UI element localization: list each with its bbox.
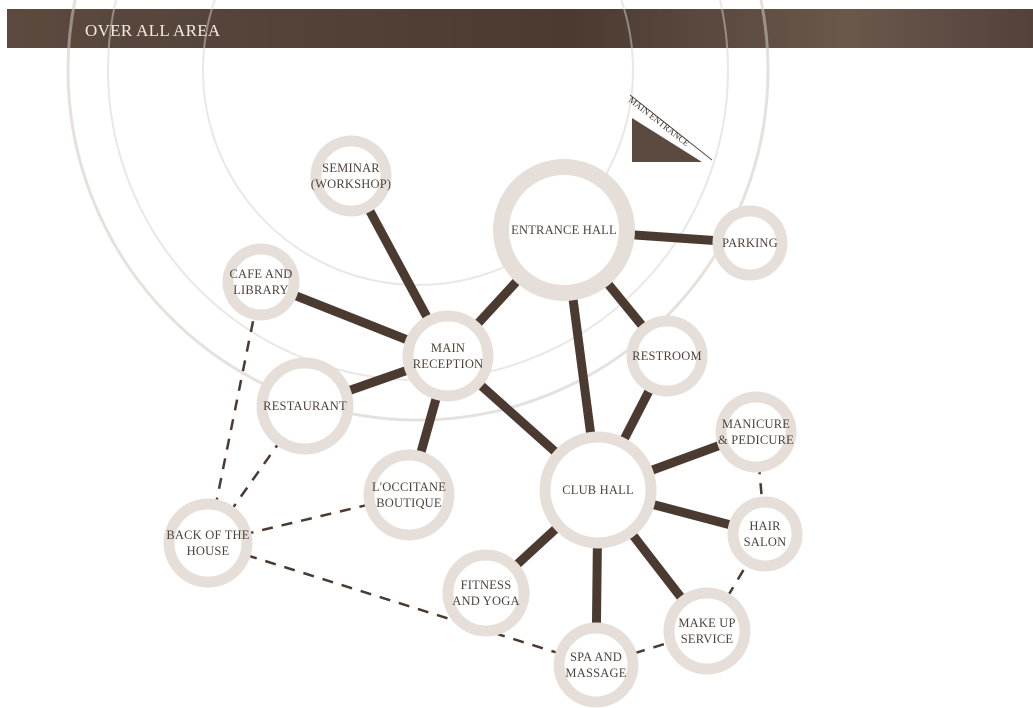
node-makeup: MAKE UP SERVICE — [663, 587, 751, 675]
node-label-reception: RECEPTION — [413, 357, 484, 371]
node-clubhall: CLUB HALL — [539, 431, 657, 549]
node-label-reception: MAIN — [431, 341, 465, 355]
node-label-hair: SALON — [744, 535, 787, 549]
node-restaurant: RESTAURANT — [256, 357, 354, 455]
node-loccitane: L'OCCITANE BOUTIQUE — [363, 449, 455, 541]
nodes-layer: SEMINAR (WORKSHOP) ENTRANCE HALL PARKING CAF… — [163, 135, 803, 708]
node-manicure: MANICURE & PEDICURE — [715, 391, 797, 473]
node-hair: HAIR SALON — [727, 496, 803, 572]
node-label-makeup: SERVICE — [681, 632, 734, 646]
node-label-fitness: AND YOGA — [452, 594, 519, 608]
node-ring-hair — [727, 496, 803, 572]
node-label-manicure: MANICURE — [722, 417, 790, 431]
node-label-loccitane: BOUTIQUE — [376, 496, 442, 510]
node-label-backhouse: BACK OF THE — [166, 528, 249, 542]
entrance-arrow-icon — [632, 118, 702, 162]
node-ring-backhouse — [163, 498, 253, 588]
node-restroom: RESTROOM — [626, 315, 708, 397]
node-label-cafe: CAFE AND — [229, 267, 292, 281]
node-ring-fitness — [442, 549, 530, 637]
node-entrance: ENTRANCE HALL — [493, 159, 635, 301]
node-label-parking: PARKING — [722, 236, 778, 250]
entrance-arrow-line — [629, 94, 713, 161]
node-ring-spa — [553, 622, 639, 708]
node-label-hair: HAIR — [749, 519, 781, 533]
node-reception: MAIN RECEPTION — [402, 310, 494, 402]
node-label-fitness: FITNESS — [461, 578, 512, 592]
node-label-seminar: (WORKSHOP) — [311, 177, 391, 191]
node-label-manicure: & PEDICURE — [718, 433, 794, 447]
node-ring-loccitane — [363, 449, 455, 541]
node-label-clubhall: CLUB HALL — [562, 483, 634, 497]
node-label-makeup: MAKE UP — [678, 616, 735, 630]
page-title: OVER ALL AREA — [85, 21, 221, 40]
node-label-restaurant: RESTAURANT — [263, 399, 347, 413]
header-bar: OVER ALL AREA — [7, 9, 1033, 48]
node-label-spa: MASSAGE — [565, 666, 626, 680]
main-entrance-marker: MAIN ENTRANCE — [627, 94, 713, 162]
node-seminar: SEMINAR (WORKSHOP) — [310, 135, 392, 217]
node-ring-reception — [402, 310, 494, 402]
node-ring-restroom — [626, 315, 708, 397]
node-ring-cafe — [222, 243, 300, 321]
node-ring-seminar — [310, 135, 392, 217]
node-parking: PARKING — [712, 205, 788, 281]
node-label-spa: SPA AND — [570, 650, 622, 664]
node-ring-manicure — [715, 391, 797, 473]
node-ring-clubhall — [539, 431, 657, 549]
node-label-backhouse: HOUSE — [187, 544, 230, 558]
node-backhouse: BACK OF THE HOUSE — [163, 498, 253, 588]
node-label-restroom: RESTROOM — [632, 349, 702, 363]
node-spa: SPA AND MASSAGE — [553, 622, 639, 708]
node-label-entrance: ENTRANCE HALL — [511, 223, 617, 237]
node-label-loccitane: L'OCCITANE — [372, 480, 446, 494]
node-cafe: CAFE AND LIBRARY — [222, 243, 300, 321]
node-ring-makeup — [663, 587, 751, 675]
link-backhouse-spa — [207, 541, 597, 667]
node-fitness: FITNESS AND YOGA — [442, 549, 530, 637]
node-ring-parking — [712, 205, 788, 281]
node-ring-restaurant — [256, 357, 354, 455]
node-label-seminar: SEMINAR — [322, 161, 380, 175]
node-ring-entrance — [493, 159, 635, 301]
node-label-cafe: LIBRARY — [233, 283, 289, 297]
link-loccitane-backhouse — [207, 493, 410, 545]
